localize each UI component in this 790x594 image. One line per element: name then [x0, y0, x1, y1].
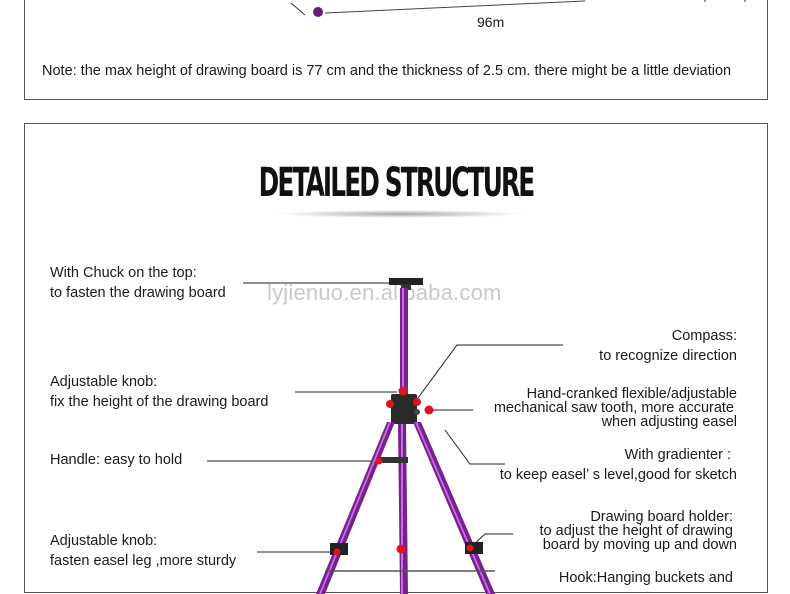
holder-line1: Drawing board holder: — [590, 509, 733, 525]
top-chuck — [389, 278, 423, 285]
note-text: Note: the max height of drawing board is… — [42, 63, 732, 79]
hook-line1: Hook:Hanging buckets and — [558, 570, 733, 586]
compass-title: Compass: — [671, 328, 737, 344]
holder-line3: board by moving up and down — [542, 537, 737, 553]
handle — [380, 457, 408, 463]
dimension-panel: 96m Note: the max height of drawing boar… — [24, 0, 768, 100]
dimension-label: 96m — [477, 14, 505, 30]
knob1-desc: fix the height of the drawing board — [50, 394, 269, 410]
gradienter-title: With gradienter : — [624, 447, 731, 463]
section-heading: DETAILED STRUCTURE — [258, 160, 536, 206]
leader-lines — [207, 282, 563, 553]
chuck-title: With Chuck on the top: — [50, 265, 197, 281]
structure-panel: DETAILED STRUCTURE lyjienuo.en.alibaba.c… — [24, 123, 768, 594]
holder-line2: to adjust the height of drawing — [539, 523, 733, 539]
handle-label: Handle: easy to hold — [50, 452, 183, 468]
head-block — [391, 394, 417, 424]
compass-desc: to recognize direction — [599, 348, 737, 364]
dimension-drawing — [290, 0, 746, 17]
crank-line1: Hand-cranked flexible/adjustable — [526, 386, 737, 402]
crank-knob — [424, 405, 434, 415]
knob-top — [398, 386, 408, 396]
crank-line3: when adjusting easel — [601, 414, 737, 430]
easel-illustration — [207, 278, 563, 594]
watermark: lyjienuo.en.alibaba.com — [267, 280, 502, 305]
crank-line2: mechanical saw tooth, more accurate — [493, 400, 734, 416]
chuck-desc: to fasten the drawing board — [50, 285, 226, 301]
knob1-title: Adjustable knob: — [50, 374, 158, 390]
knob2-desc: fasten easel leg ,more sturdy — [50, 553, 237, 569]
knob2-title: Adjustable knob: — [50, 533, 158, 549]
heading-underline — [275, 210, 525, 218]
gradienter-desc: to keep easel’ s level,good for sketch — [499, 467, 737, 483]
